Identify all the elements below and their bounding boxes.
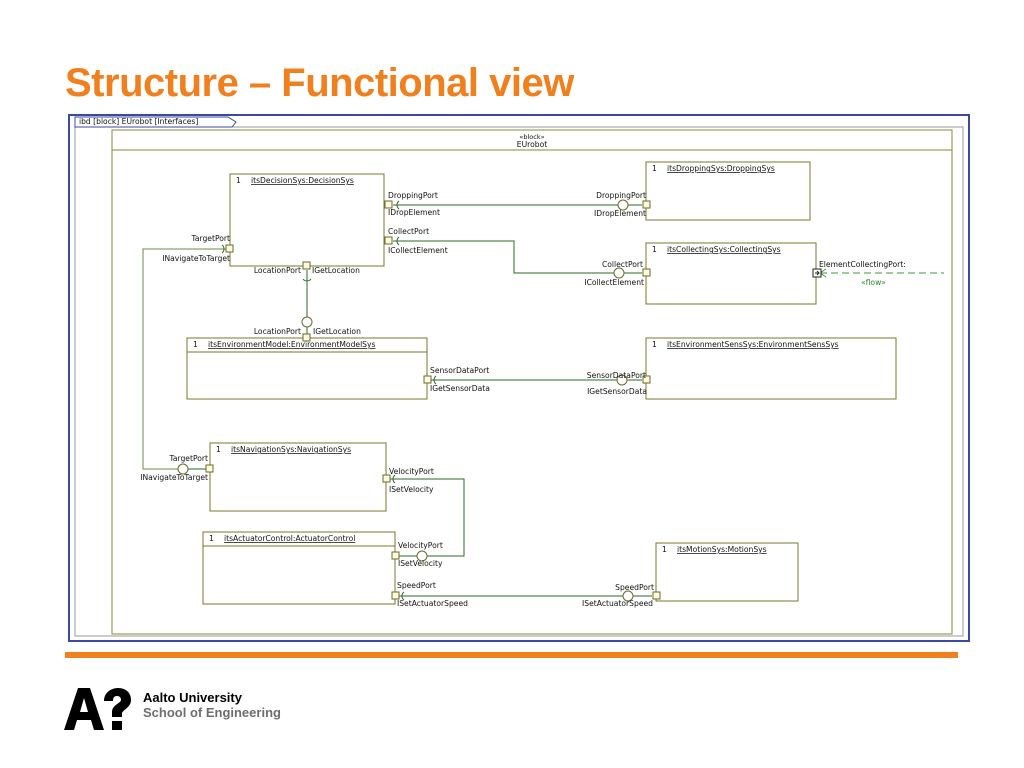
port-label: VelocityPort xyxy=(398,541,443,550)
port-label: CollectPort xyxy=(602,260,643,269)
port-label: VelocityPort xyxy=(389,467,434,476)
part-multiplicity: 1 xyxy=(236,176,241,185)
part-name: itsActuatorControl:ActuatorControl xyxy=(224,534,355,543)
part-name: itsDroppingSys:DroppingSys xyxy=(667,164,775,173)
port-label: SpeedPort xyxy=(397,581,436,590)
interface-label: ICollectElement xyxy=(388,246,448,255)
part-multiplicity: 1 xyxy=(216,445,221,454)
ibd-diagram: ibd [block] EUrobot [Interfaces] «block»… xyxy=(68,114,970,642)
port xyxy=(652,591,661,600)
part-decision[interactable]: 1 itsDecisionSys:DecisionSys xyxy=(229,173,385,267)
interface-label: INavigateToTarget xyxy=(162,254,230,263)
interface-ball xyxy=(617,199,629,211)
port-label: LocationPort xyxy=(254,327,301,336)
block-name: EUrobot xyxy=(517,140,547,149)
frame-tab-label: ibd [block] EUrobot [Interfaces] xyxy=(79,117,198,126)
interface-label: IGetSensorData xyxy=(587,387,647,396)
interface-ball xyxy=(177,463,189,475)
school-name: School of Engineering xyxy=(143,705,281,720)
footer-divider xyxy=(65,652,958,658)
interface-ball xyxy=(622,590,634,602)
interface-ball xyxy=(613,267,625,279)
part-environment-model[interactable]: 1 itsEnvironmentModel:EnvironmentModelSy… xyxy=(186,337,428,400)
interface-label: IGetLocation xyxy=(312,266,360,275)
interface-socket xyxy=(396,200,400,210)
slide-title: Structure – Functional view xyxy=(65,61,574,105)
interface-label: ISetVelocity xyxy=(398,559,443,568)
interface-label: ISetActuatorSpeed xyxy=(582,599,653,608)
part-dropping[interactable]: 1 itsDroppingSys:DroppingSys xyxy=(645,161,811,221)
port xyxy=(382,474,391,483)
part-multiplicity: 1 xyxy=(652,245,657,254)
port-label: TargetPort xyxy=(168,454,208,463)
university-name: Aalto University xyxy=(143,690,242,705)
port xyxy=(205,464,214,473)
port xyxy=(642,375,651,384)
port xyxy=(384,200,393,209)
connector-collect xyxy=(393,240,614,274)
interface-label: IDropElement xyxy=(388,208,440,217)
part-name: itsNavigationSys:NavigationSys xyxy=(231,445,351,454)
interface-ball xyxy=(616,374,628,386)
part-name: itsMotionSys:MotionSys xyxy=(677,545,767,554)
interface-label: IGetLocation xyxy=(313,327,361,336)
part-multiplicity: 1 xyxy=(652,164,657,173)
port xyxy=(391,591,400,600)
port xyxy=(391,551,400,560)
interface-label: INavigateToTarget xyxy=(140,473,208,482)
interface-socket xyxy=(401,591,405,601)
port-label: TargetPort xyxy=(190,234,230,243)
part-name: itsEnvironmentModel:EnvironmentModelSys xyxy=(208,340,375,349)
port-label: DroppingPort xyxy=(388,191,438,200)
connector-velocity xyxy=(390,478,465,557)
interface-label: ISetVelocity xyxy=(389,485,434,494)
part-name: itsDecisionSys:DecisionSys xyxy=(251,176,354,185)
part-navigation[interactable]: 1 itsNavigationSys:NavigationSys xyxy=(209,442,387,512)
port-label: SpeedPort xyxy=(615,583,654,592)
part-collecting[interactable]: 1 itsCollectingSys:CollectingSys xyxy=(645,242,817,305)
interface-socket xyxy=(302,278,312,282)
part-multiplicity: 1 xyxy=(662,545,667,554)
part-name: itsEnvironmentSensSys:EnvironmentSensSys xyxy=(667,340,839,349)
port xyxy=(225,244,234,253)
frame-tab xyxy=(74,116,237,128)
port xyxy=(302,261,311,270)
interface-ball xyxy=(416,550,428,562)
interface-socket xyxy=(396,236,400,246)
interface-label: ICollectElement xyxy=(584,278,644,287)
port xyxy=(384,236,393,245)
interface-label: ISetActuatorSpeed xyxy=(397,599,468,608)
port xyxy=(642,200,651,209)
port-label: DroppingPort xyxy=(596,191,646,200)
interface-socket xyxy=(433,375,437,385)
part-environment-sens[interactable]: 1 itsEnvironmentSensSys:EnvironmentSensS… xyxy=(645,337,897,400)
flow-label: «flow» xyxy=(861,278,886,287)
port-label: SensorDataPort xyxy=(587,371,646,380)
aalto-logo-icon xyxy=(64,688,131,730)
port xyxy=(302,333,311,342)
part-name: itsCollectingSys:CollectingSys xyxy=(667,245,781,254)
interface-label: IDropElement xyxy=(594,209,646,218)
part-multiplicity: 1 xyxy=(193,340,198,349)
interface-label: IGetSensorData xyxy=(430,384,490,393)
port-label: ElementCollectingPort: xyxy=(819,260,906,269)
interface-socket xyxy=(392,474,396,484)
part-actuator-control[interactable]: 1 itsActuatorControl:ActuatorControl xyxy=(202,531,396,605)
port-label: SensorDataPort xyxy=(430,366,489,375)
interface-ball xyxy=(301,316,313,328)
block-stereotype: «block» xyxy=(519,133,544,141)
part-multiplicity: 1 xyxy=(652,340,657,349)
port-label: CollectPort xyxy=(388,227,429,236)
port xyxy=(642,268,651,277)
port-label: LocationPort xyxy=(254,266,301,275)
interface-socket xyxy=(221,244,225,254)
port xyxy=(423,375,432,384)
part-motion[interactable]: 1 itsMotionSys:MotionSys xyxy=(655,542,799,602)
part-multiplicity: 1 xyxy=(209,534,214,543)
